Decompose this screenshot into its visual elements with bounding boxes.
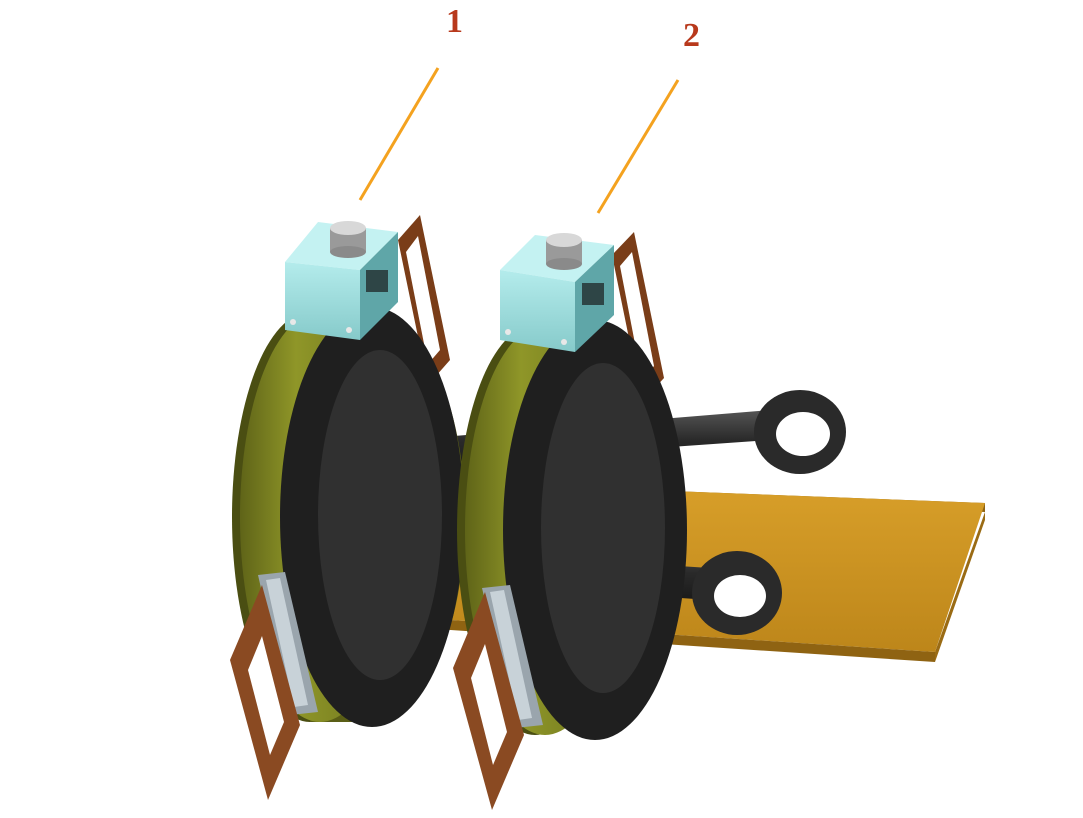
sensor-1-bottom-clamp	[258, 572, 318, 715]
callout-2-leader-line	[596, 79, 680, 214]
sensor-1	[230, 215, 465, 800]
callout-2: 2	[596, 17, 700, 214]
sensor-2-top-copper-bracket	[612, 232, 664, 402]
sensor-2-bottom-clamp	[482, 585, 543, 728]
sensor-1-top-copper-bracket	[398, 215, 450, 385]
sensor-2	[453, 232, 687, 810]
callout-2-label: 2	[683, 17, 700, 54]
sensor-1-bottom-copper-bracket	[230, 585, 300, 800]
callout-1-leader-line	[358, 67, 440, 201]
sensor-2-bottom-copper-bracket	[453, 592, 524, 810]
sensor-1-connector	[330, 221, 366, 258]
sensor-2-connector	[546, 233, 582, 270]
sensor-2-junction-box	[500, 235, 614, 352]
sensor-1-junction-box	[285, 222, 398, 340]
callout-1-label: 1	[446, 3, 463, 40]
callout-1: 1	[358, 3, 463, 201]
